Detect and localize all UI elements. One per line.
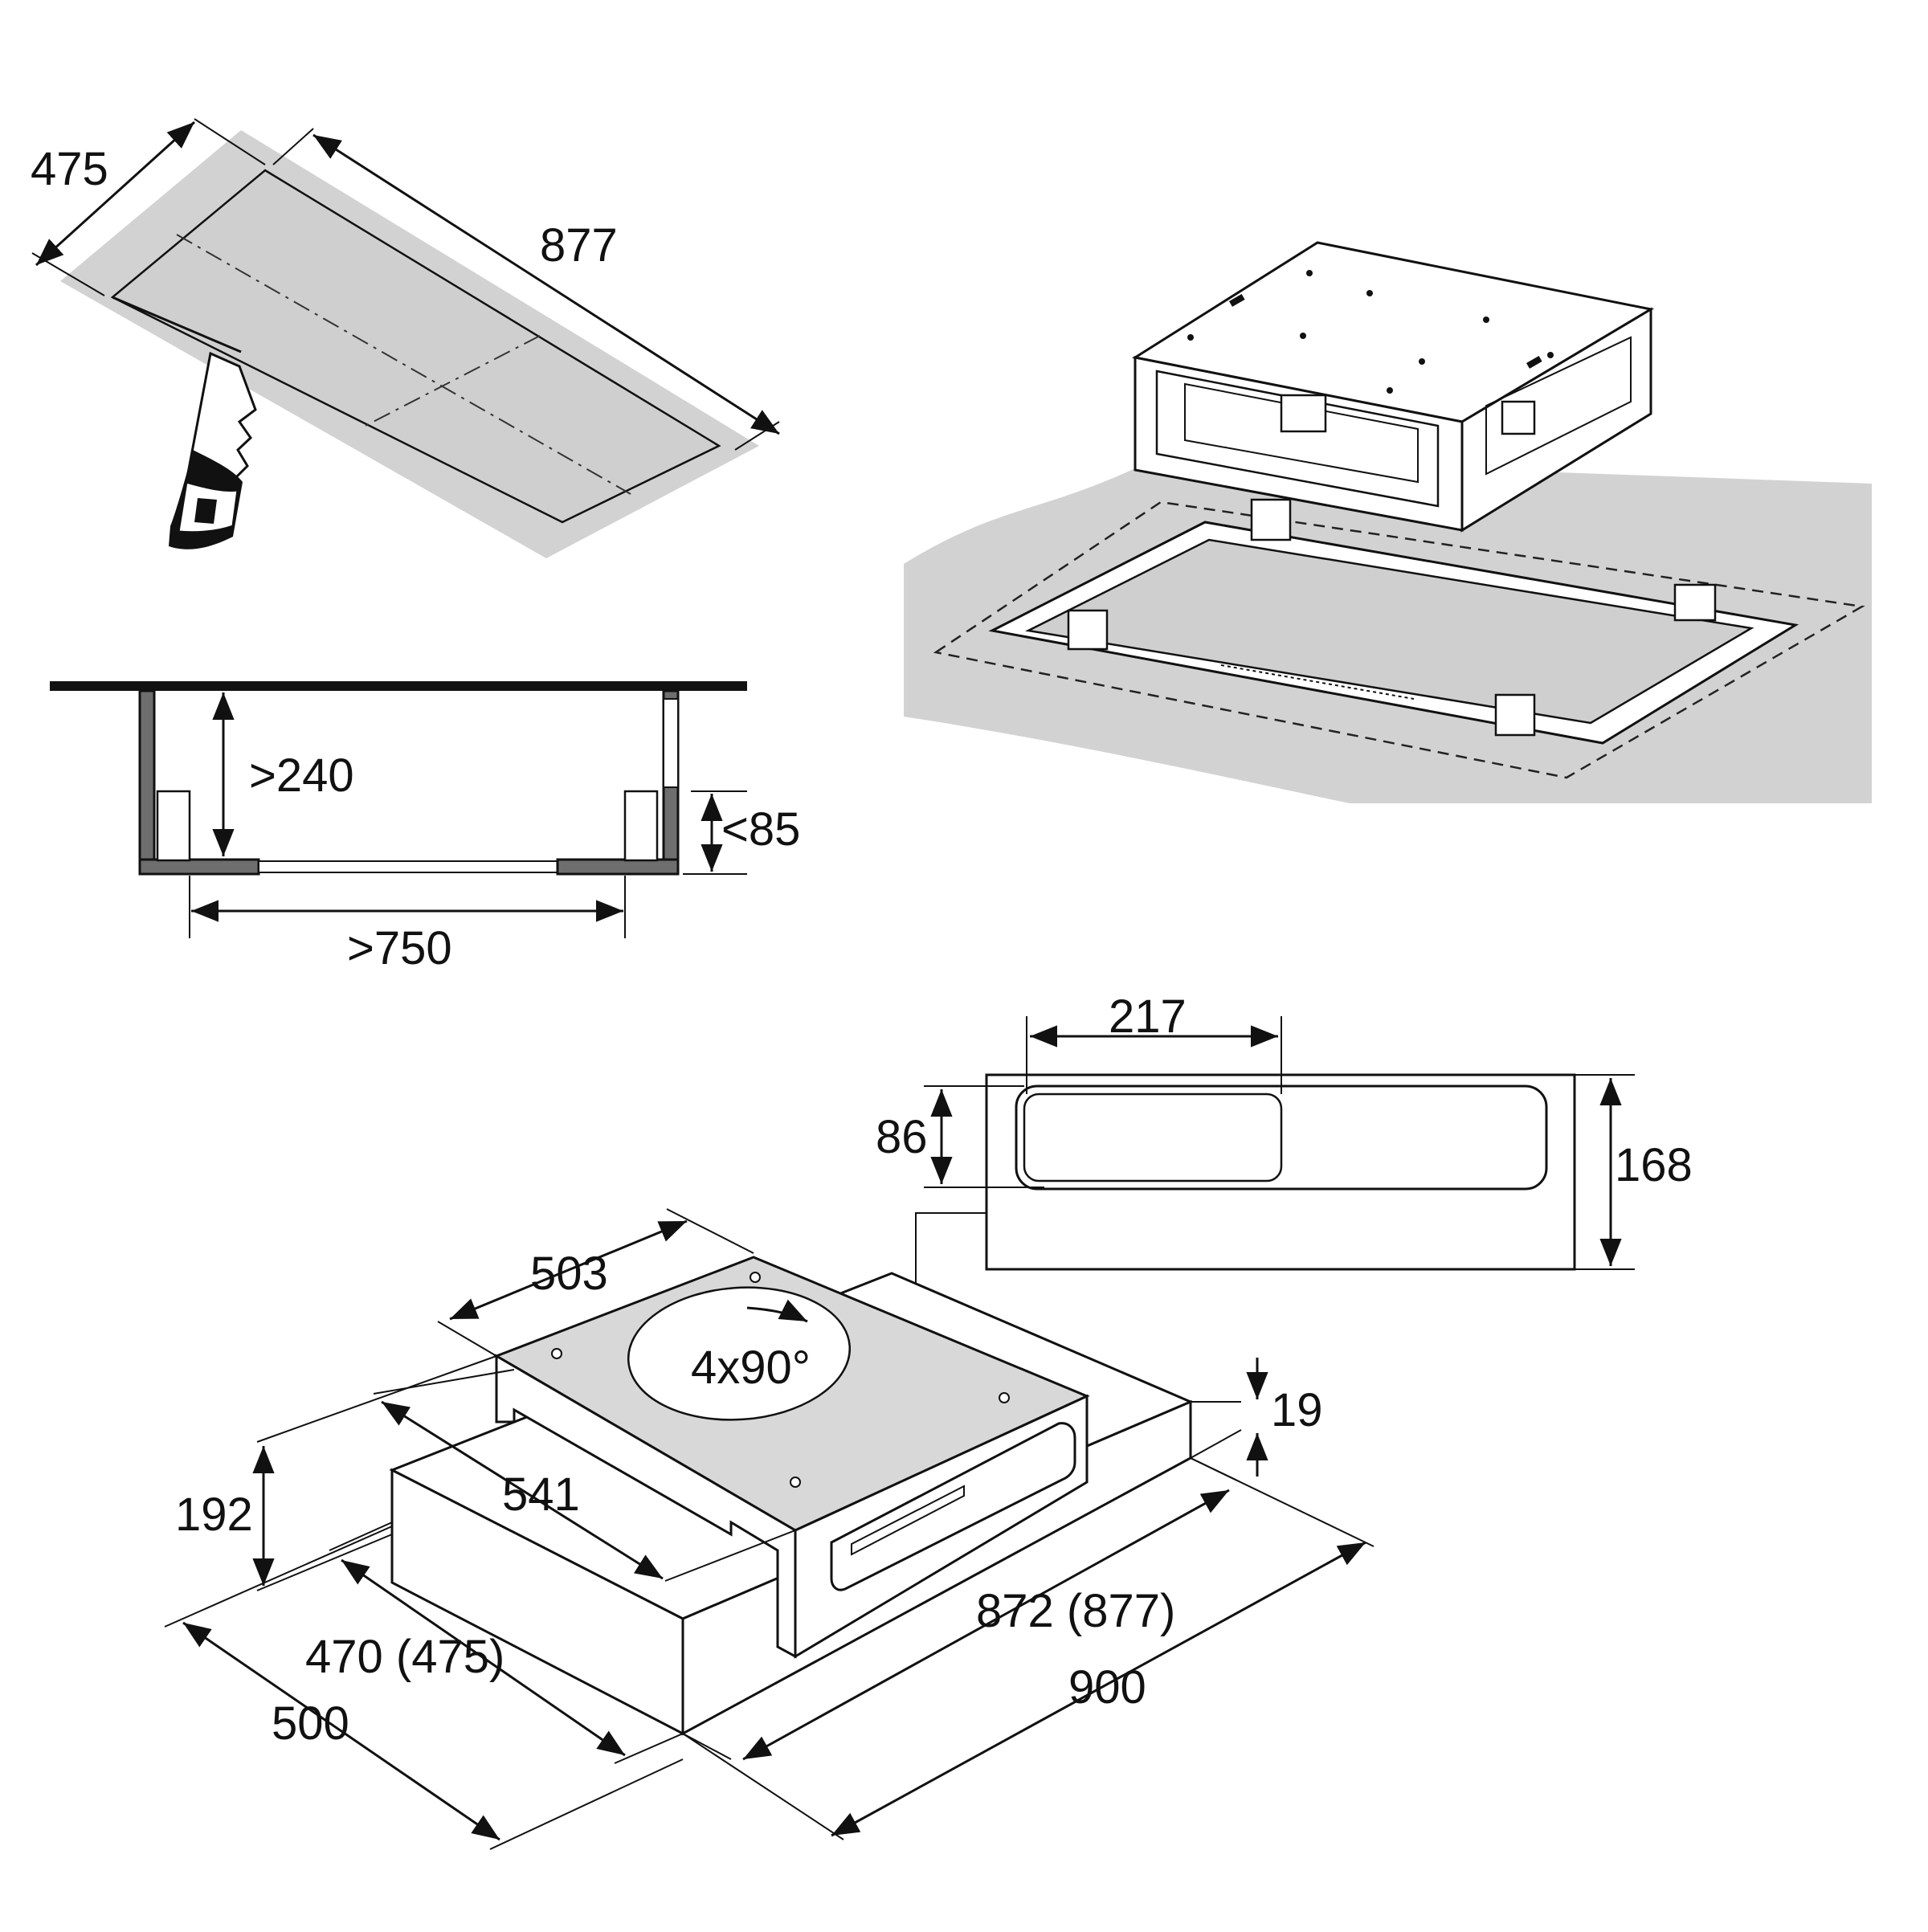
dim-cutout-depth: 475	[31, 143, 108, 195]
dim-outer-depth: 500	[272, 1697, 349, 1750]
dim-cutout-width: 877	[540, 219, 618, 272]
frame-bracket-2	[1673, 583, 1717, 622]
cutout-outline	[933, 500, 1865, 779]
dim-thickness: 19	[1271, 1384, 1323, 1436]
section-view: >240 <85 >750	[50, 681, 800, 974]
base-right	[556, 858, 680, 876]
connector-box	[1501, 400, 1536, 435]
dim-rotation: 4x90°	[691, 1342, 811, 1394]
dim-line-503	[449, 1219, 688, 1321]
dim-line-877	[312, 133, 780, 435]
dim-inner-width: 872 (877)	[976, 1585, 1175, 1637]
dim-total-height: 168	[1615, 1139, 1693, 1191]
worktop-section	[50, 681, 747, 691]
install-view	[904, 241, 1872, 803]
fan-outlet	[1280, 394, 1327, 433]
base-vent	[258, 860, 558, 873]
dim-inner-depth-front: 470 (475)	[305, 1631, 504, 1683]
dim-opening-width: 217	[1109, 991, 1187, 1043]
frame-bracket-4	[1250, 498, 1292, 541]
foot-left	[156, 790, 191, 862]
dim-plinth: <85	[721, 803, 800, 856]
dim-line-541	[381, 1400, 664, 1580]
base-left	[138, 858, 260, 876]
duct-front-view: 217 86 168	[876, 991, 1693, 1494]
frame-bracket-1	[1067, 609, 1109, 651]
hood-unit	[1132, 241, 1655, 533]
dim-inner-depth: 541	[502, 1468, 580, 1521]
cutout-view: 475 877	[31, 118, 780, 558]
unit-dimension-view: 4x90° 503 19 192 541 872 (877)	[164, 1208, 1375, 1850]
jigsaw-icon	[169, 351, 257, 549]
dim-top-depth: 503	[530, 1248, 608, 1300]
foot-right	[623, 790, 659, 862]
frame-bracket-3	[1494, 693, 1536, 737]
dim-outer-width: 900	[1068, 1661, 1146, 1713]
dim-section-height: >240	[249, 750, 354, 802]
dim-height: 192	[175, 1489, 253, 1541]
dim-line-900	[831, 1541, 1366, 1837]
saw-cut-edge	[112, 296, 242, 353]
dim-line-475	[35, 120, 196, 267]
dim-opening-height: 86	[876, 1111, 928, 1163]
dim-section-width: >750	[347, 922, 452, 974]
left-wall	[138, 689, 156, 865]
dim-line-500	[182, 1621, 500, 1841]
unit-side	[1460, 307, 1652, 533]
duct-opening	[1023, 1093, 1283, 1182]
